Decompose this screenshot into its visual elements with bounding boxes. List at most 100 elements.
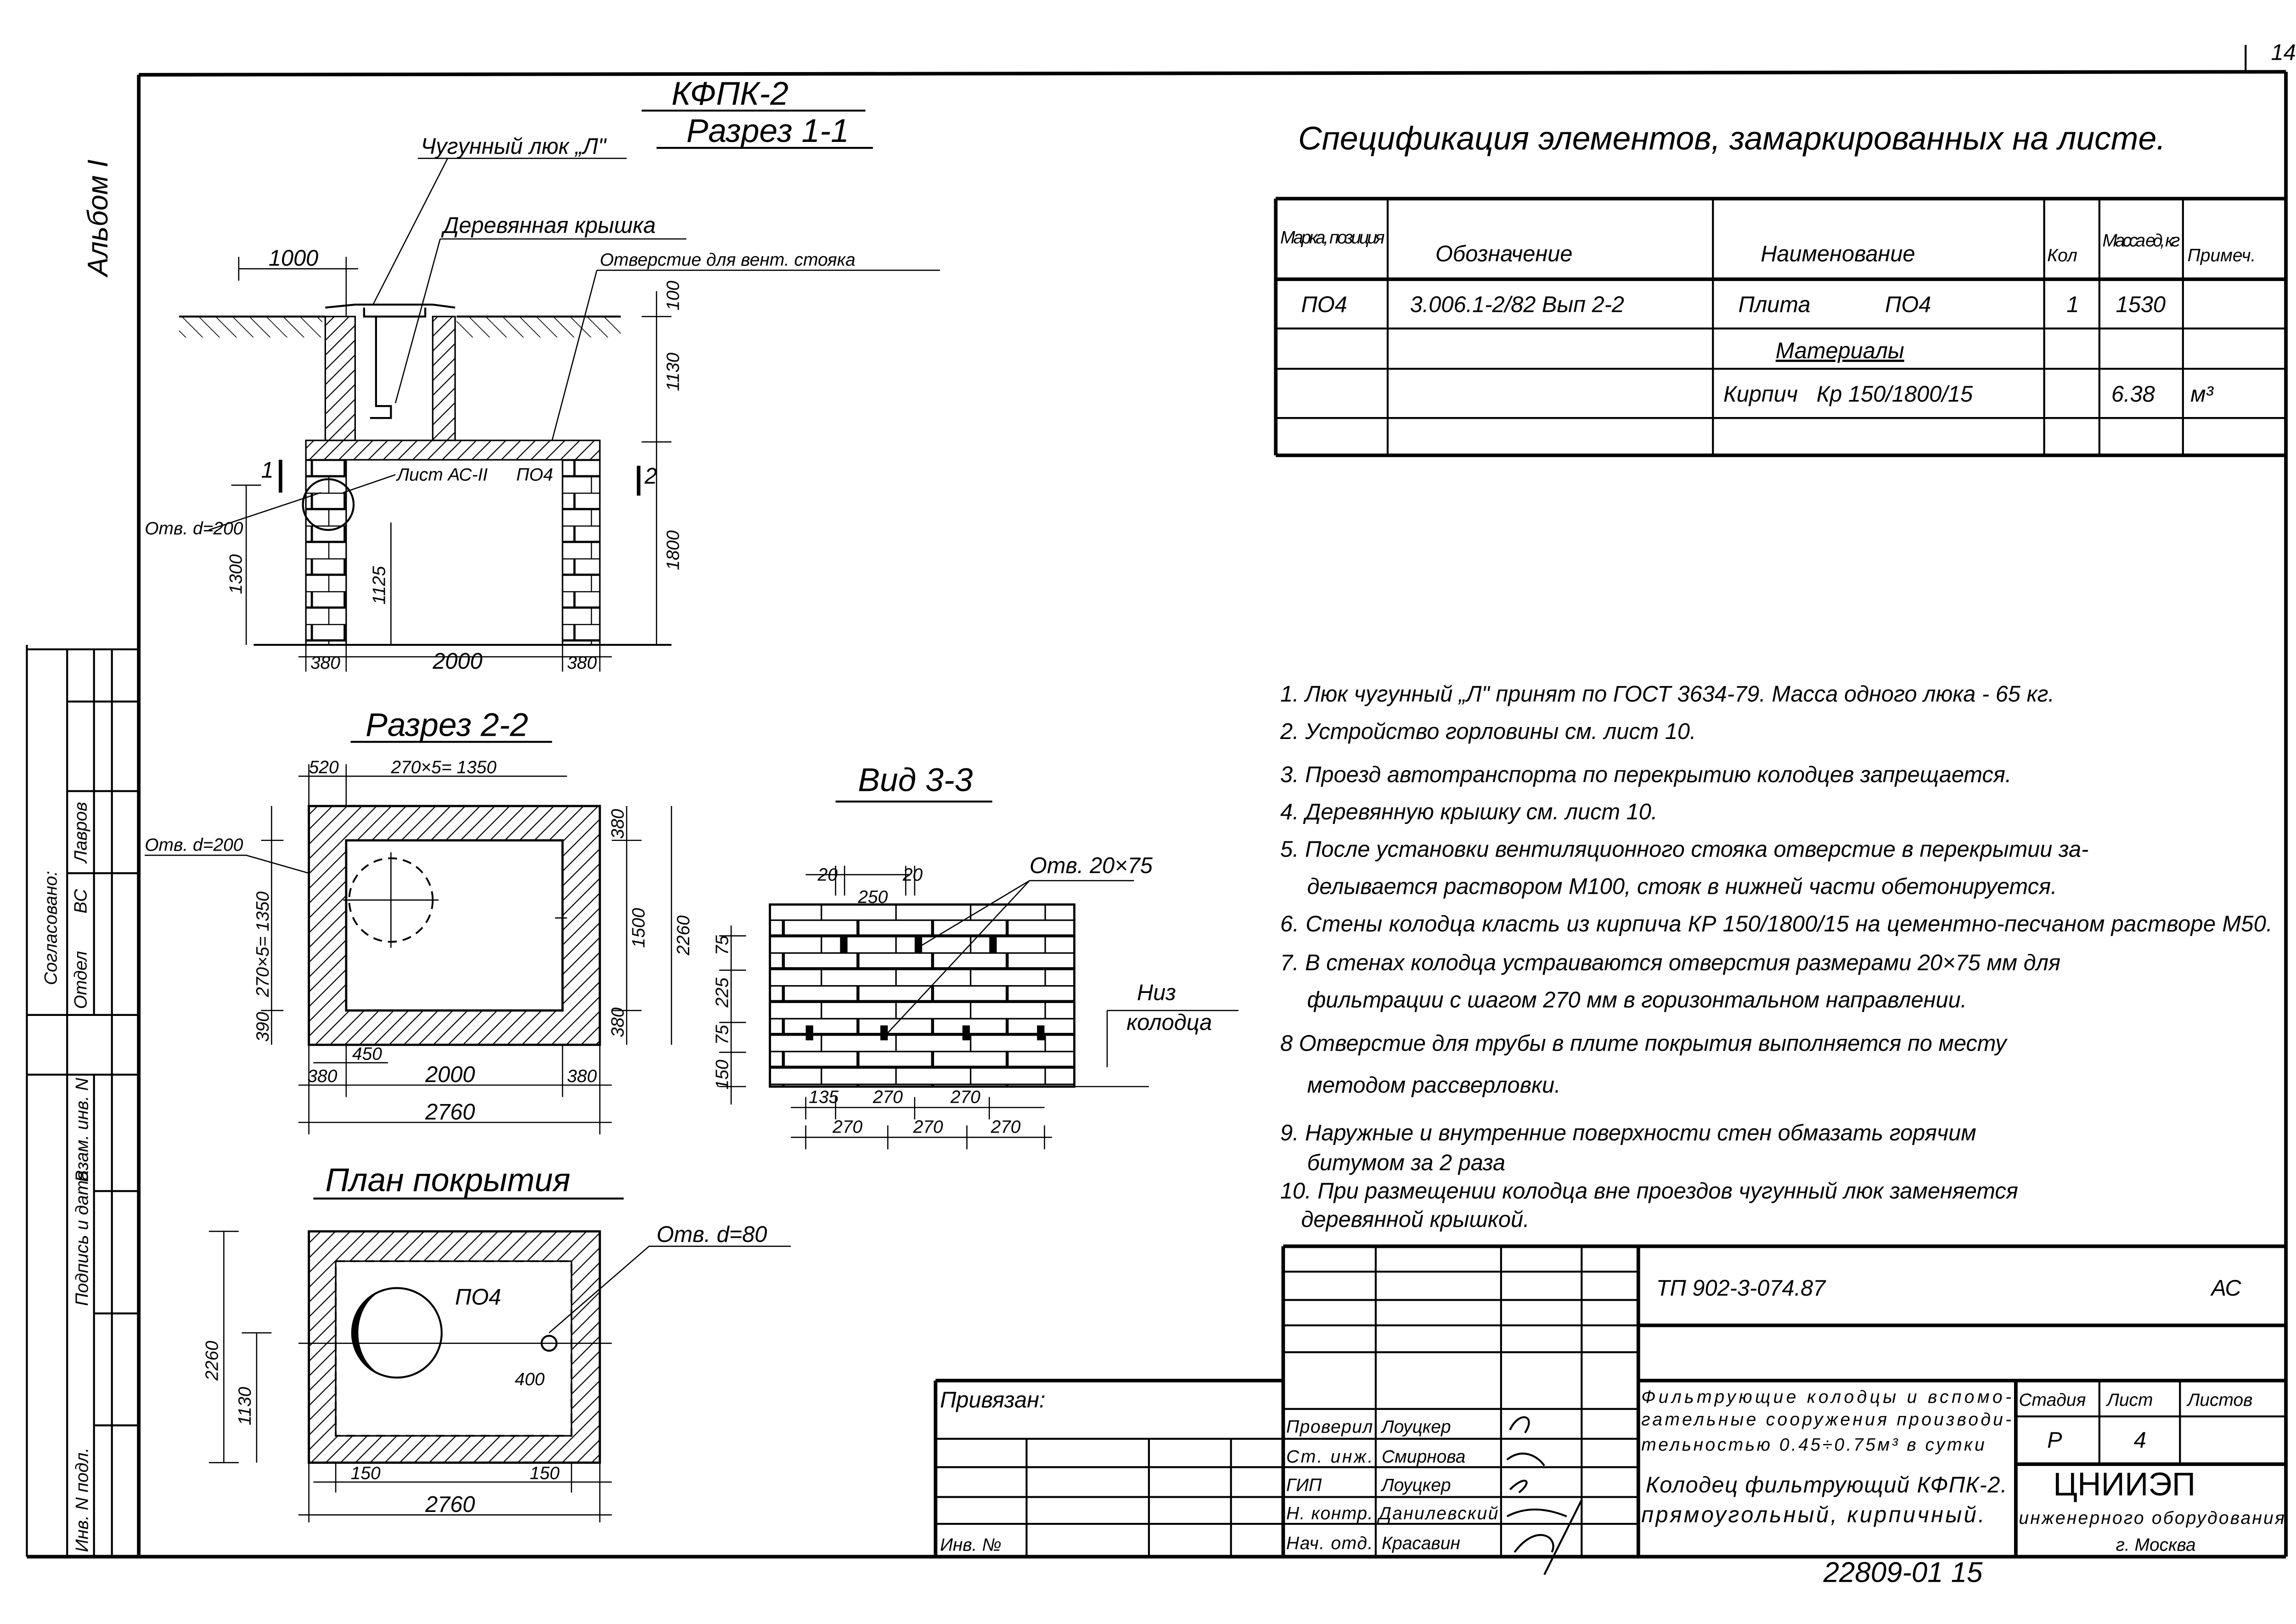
note-item: 8 Отверстие для трубы в плите покрытия в… — [1280, 1031, 2008, 1056]
spec-header-note: Примеч. — [2188, 246, 2256, 265]
spec-cell-mass: 6.38 — [2111, 382, 2155, 406]
dim-1800: 1800 — [663, 530, 683, 570]
bottom-label-2: колодца — [1126, 1010, 1212, 1035]
note-item: 10. При размещении колодца вне проездов … — [1280, 1179, 2018, 1204]
signer-row: ГИП Лоуцкер — [1286, 1475, 1451, 1495]
spec-header-designation: Обозначение — [1435, 242, 1573, 266]
org-city: г. Москва — [2116, 1535, 2196, 1555]
signer-name: Данилевский — [1377, 1504, 1498, 1523]
replace-inv-label: Взам. инв. N — [73, 1077, 92, 1182]
dim-380-left: 380 — [310, 653, 340, 673]
dim-100: 100 — [663, 281, 683, 310]
dim-150-right: 150 — [530, 1463, 560, 1483]
dim-2260: 2260 — [674, 915, 693, 956]
project-code: ТП 902-3-074.87 — [1656, 1276, 1826, 1301]
left-approval-strip — [26, 645, 139, 1557]
dim-1000: 1000 — [269, 246, 318, 271]
dim-270-b3: 270 — [950, 1088, 980, 1107]
signer-name: Лоуцкер — [1380, 1417, 1451, 1437]
hole-d80-label: Отв. d=80 — [657, 1222, 767, 1247]
drawing-title-line: Колодец фильтрующий КФПК-2. — [1646, 1473, 2007, 1498]
spec-cell-qty: 1 — [2066, 292, 2079, 317]
note-item: битумом за 2 раза — [1307, 1150, 1505, 1175]
well-interior — [345, 839, 564, 1012]
dim-380-right: 380 — [567, 653, 597, 673]
dim-400: 400 — [515, 1370, 545, 1389]
dim-1300: 1300 — [226, 554, 246, 594]
note-item: делывается раствором М100, стояк в нижне… — [1307, 874, 2057, 899]
dim-2000: 2000 — [432, 649, 482, 674]
stage-header: Стадия — [2019, 1390, 2086, 1410]
agreed-label: Согласовано: — [41, 871, 61, 985]
manhole-crescent — [351, 1289, 385, 1376]
signer-name: Лоуцкер — [1380, 1475, 1451, 1495]
sheet-ref-label: Лист АС-II — [395, 465, 488, 485]
signer-row: Нач. отд. Красавин — [1286, 1534, 1460, 1553]
spec-row: Кирпич Кр 150/1800/15 6.38 м³ — [1723, 382, 2214, 406]
dim-20-a: 20 — [817, 865, 838, 885]
hole-callout-circle — [302, 478, 355, 531]
dim-150-left: 150 — [351, 1463, 381, 1483]
inv-orig-label: Инв. N подл. — [73, 1448, 92, 1552]
signer-role: ГИП — [1286, 1475, 1322, 1495]
ground-hatch-right — [456, 316, 621, 338]
signer-name: Красавин — [1382, 1534, 1460, 1553]
vent-hole-label: Отверстие для вент. стояка — [600, 250, 855, 270]
signer-role: Н. контр. — [1286, 1504, 1373, 1523]
dim-225: 225 — [713, 977, 732, 1008]
dim-270-c1: 270 — [832, 1117, 862, 1137]
stage-value: Р — [2047, 1428, 2062, 1453]
dim-390: 390 — [253, 1012, 273, 1042]
spec-cell-designation: 3.006.1-2/82 Вып 2-2 — [1410, 292, 1624, 317]
view-3-3: Вид 3-3 20 20 250 Отв. 20×75 Низ колодца… — [713, 762, 1238, 1150]
dim-1130: 1130 — [663, 353, 683, 391]
opening-label: Отв. 20×75 — [1030, 853, 1153, 878]
spec-row: ПО4 3.006.1-2/82 Вып 2-2 Плита ПО4 1 153… — [1301, 292, 2166, 317]
dim-380-top-right: 380 — [608, 809, 628, 839]
chamber-wall-left — [305, 459, 347, 646]
dim-270x5-top: 270×5= 1350 — [390, 758, 496, 778]
spec-title: Спецификация элементов, замаркированных … — [1298, 120, 2166, 157]
dept-code: ВС — [71, 889, 90, 914]
bound-label: Привязан: — [940, 1387, 1046, 1412]
sheet-value: 4 — [2134, 1428, 2146, 1453]
ground-hatch-left — [179, 316, 322, 338]
dim-270x5-left: 270×5= 1350 — [253, 891, 273, 998]
album-label: Альбом I — [82, 159, 114, 278]
notes-list: 1. Люк чугунный „Л" принят по ГОСТ 3634-… — [1280, 682, 2273, 1232]
dim-380-br: 380 — [567, 1066, 597, 1086]
signer-row: Н. контр. Данилевский — [1286, 1504, 1498, 1523]
sheets-header: Листов — [2186, 1390, 2253, 1410]
dim-135: 135 — [809, 1088, 838, 1107]
dim-270-c3: 270 — [990, 1117, 1021, 1137]
dim-2000-2: 2000 — [425, 1062, 475, 1087]
spec-cell-mark: ПО4 — [1301, 292, 1347, 317]
spec-header-mass: Масса ед, кг — [2102, 231, 2180, 250]
org-logo-text: ЦНИИЭП — [2053, 1466, 2195, 1503]
inv-label: Инв. № — [940, 1535, 1002, 1555]
sign-date-label: Подпись и дата — [73, 1171, 92, 1306]
hole-d200-label: Отв. d=200 — [145, 519, 243, 539]
filtration-openings — [805, 937, 1045, 1041]
cast-iron-hatch — [363, 307, 427, 419]
bottom-label: Низ — [1137, 980, 1176, 1005]
dim-1130-plan: 1130 — [235, 1387, 255, 1425]
wooden-cover-label: Деревянная крышка — [441, 213, 656, 238]
signer-name: Смирнова — [1382, 1447, 1466, 1467]
cut-marker-2: 2 — [644, 464, 657, 489]
signer-role: Нач. отд. — [1286, 1534, 1373, 1553]
signatures — [1506, 1416, 1583, 1575]
dim-2260-plan: 2260 — [202, 1341, 222, 1381]
slab-interior — [335, 1260, 573, 1437]
section-2-2-title: Разрез 2-2 — [366, 706, 528, 743]
plan-title: План покрытия — [325, 1162, 570, 1198]
view-3-3-title: Вид 3-3 — [858, 762, 973, 799]
section-1-1-title: Разрез 1-1 — [687, 113, 849, 149]
spec-cell-name: Плита ПО4 — [1739, 292, 1931, 317]
inner-wall-dashed — [335, 1260, 573, 1437]
section-1-1: КФПК-2 Разрез 1-1 1000 100 1130 1800 130… — [145, 75, 940, 674]
spec-cell-mass: 1530 — [2116, 292, 2166, 317]
sheet-frame — [27, 45, 2288, 1559]
dim-2760: 2760 — [425, 1100, 475, 1124]
